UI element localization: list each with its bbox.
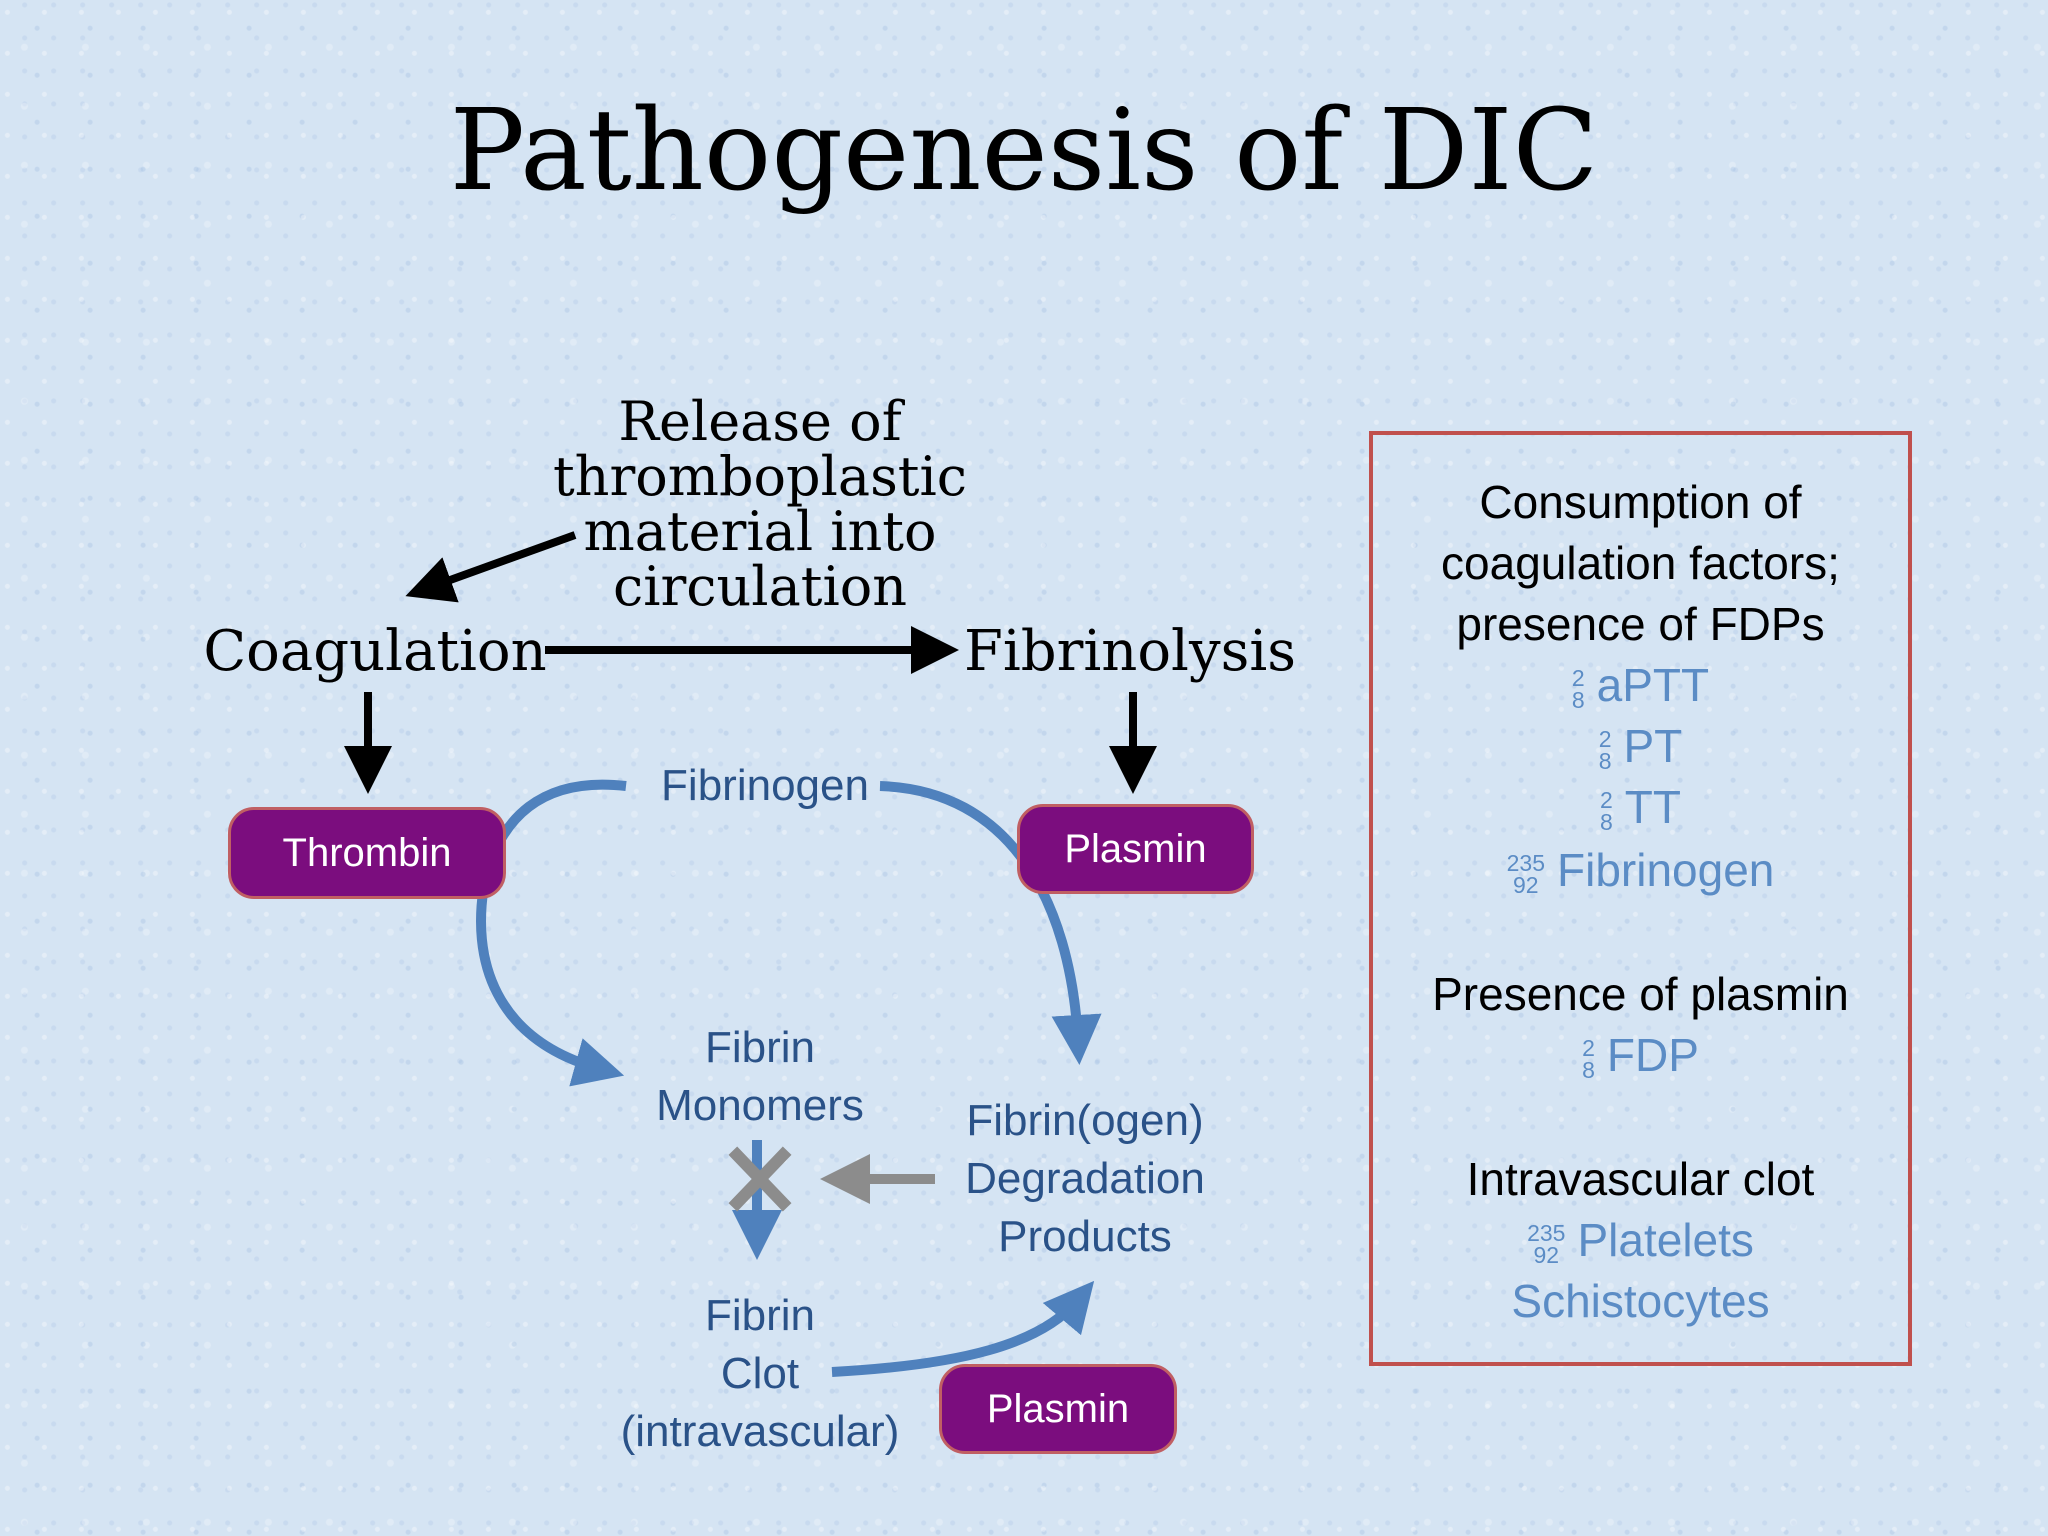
fdp-line: Fibrin(ogen) [966, 1096, 1204, 1145]
test-name: Platelets [1577, 1214, 1754, 1266]
box-heading-consumption: presence of FDPs [1456, 598, 1825, 650]
monomers-line: Fibrin [704, 1023, 816, 1072]
plasmin-pill-bottom: Plasmin [939, 1364, 1177, 1454]
test-name: PT [1623, 720, 1683, 772]
fibrinogen-label: Fibrinogen [661, 761, 869, 810]
lab-findings-box [1369, 431, 1912, 1366]
test-schistocytes: Schistocytes [1511, 1275, 1770, 1327]
page-title: Pathogenesis of DIC [449, 86, 1599, 216]
plasmin-pill-top: Plasmin [1017, 804, 1254, 894]
release-line: circulation [612, 555, 908, 618]
release-line: Release of [618, 390, 902, 453]
test-name: aPTT [1596, 659, 1710, 711]
monomers-line: Monomers [656, 1081, 864, 1130]
test-name: TT [1624, 781, 1681, 833]
coagulation-label: Coagulation [203, 619, 547, 684]
box-heading-consumption: Consumption of [1479, 476, 1802, 528]
thrombin-pill: Thrombin [228, 807, 506, 899]
release-line: thromboplastic [552, 445, 968, 508]
clot-line: (intravascular) [620, 1407, 900, 1456]
test-name: Fibrinogen [1557, 844, 1775, 896]
fdp-line: Degradation [965, 1154, 1205, 1203]
clot-line: Clot [720, 1349, 800, 1398]
fdp-line: Products [998, 1212, 1172, 1261]
release-line: material into [583, 500, 937, 563]
fibrin-clot-label: Fibrin Clot (intravascular) [590, 1287, 930, 1461]
fibrin-monomers-label: Fibrin Monomers [620, 1019, 900, 1135]
release-thromboplastic-label: Release of thromboplastic material into … [500, 394, 1020, 614]
clot-to-fdp-arrow [831, 1280, 1095, 1377]
box-heading-clot: Intravascular clot [1466, 1153, 1815, 1205]
fibrinolysis-label: Fibrinolysis [963, 619, 1296, 684]
test-name: FDP [1606, 1029, 1699, 1081]
box-heading-plasmin: Presence of plasmin [1432, 968, 1849, 1020]
inhibition-x-icon [728, 1146, 792, 1212]
box-heading-consumption: coagulation factors; [1441, 537, 1840, 589]
clot-line: Fibrin [704, 1291, 816, 1340]
fdp-label: Fibrin(ogen) Degradation Products [930, 1092, 1240, 1266]
release-to-coagulation-arrow [405, 531, 577, 603]
